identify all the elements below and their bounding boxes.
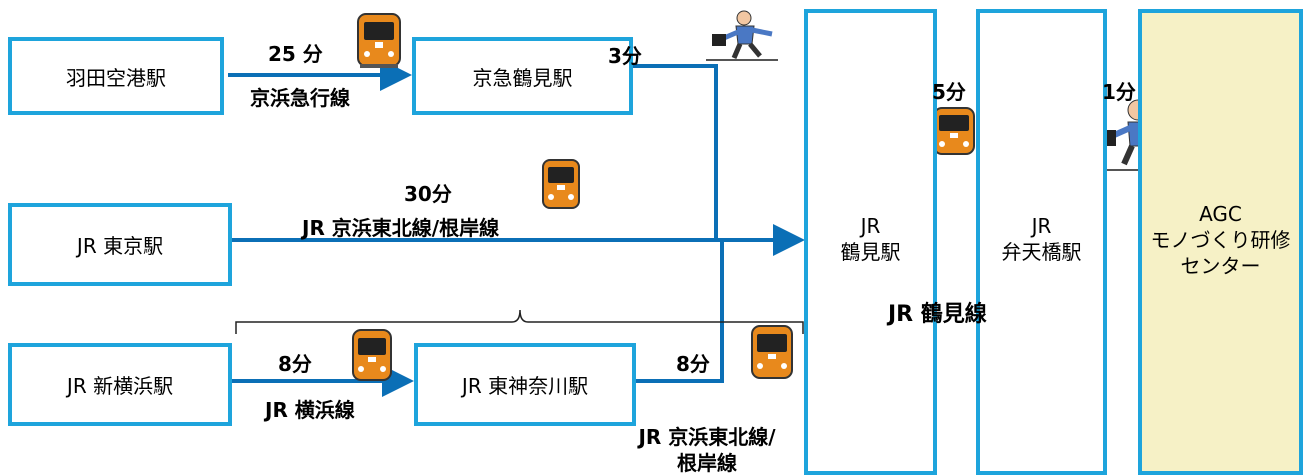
agc-training-center: AGC モノづくり研修 センター [1138, 9, 1303, 475]
line-higashi-up [636, 240, 724, 383]
label-higashi-line2: 根岸線 [677, 451, 737, 475]
label-walk-time: 1分 [1102, 80, 1136, 104]
station-jr-tsurumi-line1: JR [860, 214, 881, 238]
station-jr-bentenbashi-line2: 弁天橋駅 [1001, 240, 1082, 264]
label-tokyo-line: JR 京浜東北線/根岸線 [302, 216, 500, 240]
label-tsurumi-line: JR 鶴見線 [888, 302, 987, 327]
station-jr-bentenbashi-line1: JR [1031, 214, 1052, 238]
label-higashi-line1: JR 京浜東北線/ [638, 425, 776, 449]
train-icon [751, 325, 793, 379]
station-jr-tsurumi: JR 鶴見駅 [804, 9, 937, 475]
agc-line2: モノづくり研修 [1150, 228, 1291, 252]
label-shinyoko-time: 8分 [278, 352, 312, 376]
station-haneda: 羽田空港駅 [8, 37, 224, 115]
station-higashi-kanagawa: JR 東神奈川駅 [414, 343, 636, 426]
label-keikyu-walk: 3分 [608, 44, 642, 68]
train-icon [352, 329, 392, 381]
brace-bracket [235, 309, 804, 334]
label-higashi-line: JR 京浜東北線/ 根岸線 [612, 424, 802, 476]
label-tokyo-time: 30分 [404, 182, 452, 206]
station-jr-tsurumi-line2: 鶴見駅 [840, 240, 901, 264]
train-icon [357, 13, 401, 68]
label-higashi-time: 8分 [676, 352, 710, 376]
label-tsurumi-benten-time: 5分 [932, 80, 966, 104]
line-keikyu-walk [632, 64, 718, 240]
label-haneda-time: 25 分 [268, 42, 323, 66]
station-tokyo: JR 東京駅 [8, 203, 232, 286]
station-keikyu-tsurumi: 京急鶴見駅 [412, 37, 633, 115]
agc-line1: AGC [1199, 202, 1242, 226]
agc-line3: センター [1180, 254, 1261, 278]
station-jr-bentenbashi: JR 弁天橋駅 [976, 9, 1107, 475]
walking-person-icon [706, 10, 778, 61]
label-shinyoko-line: JR 横浜線 [265, 398, 355, 422]
label-haneda-line: 京浜急行線 [250, 86, 350, 110]
train-icon [542, 159, 580, 209]
station-shin-yokohama: JR 新横浜駅 [8, 343, 232, 426]
